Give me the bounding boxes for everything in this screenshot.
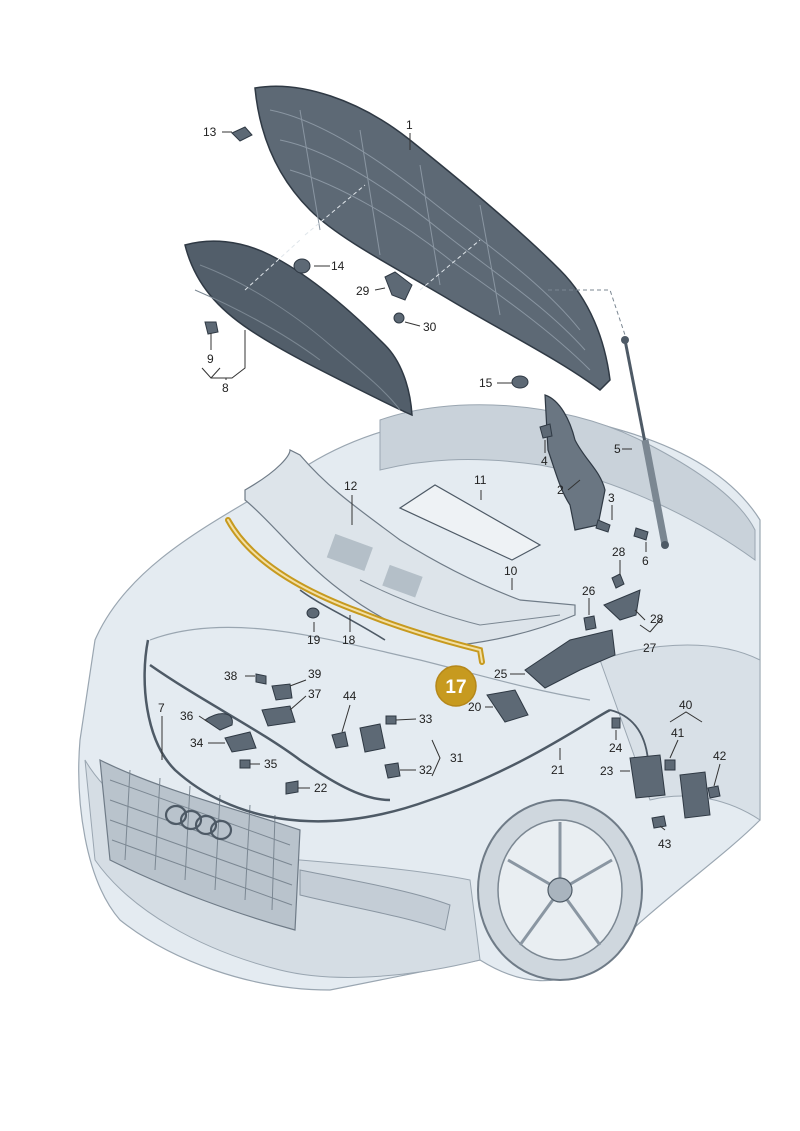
part-41-bolt xyxy=(664,759,676,771)
part-39-bracket xyxy=(271,683,293,701)
part-19-grommet xyxy=(306,607,320,619)
callout-13: 13 xyxy=(203,125,217,139)
callout-43: 43 xyxy=(658,837,672,851)
part-14-buffer xyxy=(293,258,311,274)
part-37-lock xyxy=(261,705,296,727)
hood-strut xyxy=(548,289,669,549)
hood-insulation xyxy=(184,239,413,417)
callout-6: 6 xyxy=(642,554,649,568)
callout-7: 7 xyxy=(158,701,165,715)
callout-8: 8 xyxy=(222,381,229,395)
cable-21b xyxy=(609,709,649,761)
part-33-screw xyxy=(385,715,397,725)
part-13-buffer xyxy=(231,126,253,142)
part-32-plug xyxy=(384,762,401,779)
part-40-latch xyxy=(679,771,711,819)
leader-lines xyxy=(161,131,721,831)
part-36-handle xyxy=(204,713,233,731)
highlight-badge: 17 xyxy=(435,665,477,707)
cover-panel xyxy=(398,484,542,561)
part-24-clip xyxy=(611,717,621,729)
callout-15: 15 xyxy=(479,376,493,390)
callout-10: 10 xyxy=(504,564,518,578)
callout-39: 39 xyxy=(308,667,322,681)
part-15-buffer xyxy=(511,375,529,389)
part-9-clip xyxy=(204,321,219,335)
callout-3: 3 xyxy=(608,491,615,505)
callout-9: 9 xyxy=(207,352,214,366)
grille xyxy=(99,758,301,931)
part-31-switch xyxy=(359,723,386,753)
part-22-clip xyxy=(285,780,299,795)
part-30-nut xyxy=(393,312,405,324)
callout-38: 38 xyxy=(224,669,238,683)
hood-opening-edge xyxy=(149,626,591,701)
callout-28-bottom: 28 xyxy=(650,612,664,626)
callout-37: 37 xyxy=(308,687,322,701)
cowl-panel xyxy=(244,449,576,646)
highlight-badge-circle xyxy=(435,665,477,707)
front-wheel xyxy=(477,799,643,981)
callout-31: 31 xyxy=(450,751,464,765)
callout-32: 32 xyxy=(419,763,433,777)
headlight xyxy=(299,869,451,931)
part-35-bolt xyxy=(239,759,251,769)
callout-4: 4 xyxy=(541,454,548,468)
callout-21: 21 xyxy=(551,763,565,777)
callout-29: 29 xyxy=(356,284,370,298)
part-25-bracket xyxy=(524,629,616,689)
callout-14: 14 xyxy=(331,259,345,273)
callout-12: 12 xyxy=(344,479,358,493)
part-43-bolt xyxy=(651,815,667,829)
callout-25: 25 xyxy=(494,667,508,681)
seal-highlight xyxy=(225,517,485,665)
callout-27: 27 xyxy=(643,641,657,655)
part-26-clip xyxy=(583,615,597,631)
part-38-bolt xyxy=(255,673,267,685)
callout-35: 35 xyxy=(264,757,278,771)
callout-19: 19 xyxy=(307,633,321,647)
callout-11: 11 xyxy=(474,473,487,487)
part-6-bolt xyxy=(633,527,649,541)
cable-21 xyxy=(149,663,391,802)
part-4-bracket xyxy=(539,423,553,439)
callout-42: 42 xyxy=(713,749,727,763)
hood-hinge xyxy=(544,394,606,531)
callout-24: 24 xyxy=(609,741,623,755)
part-3-bolt xyxy=(595,519,611,533)
callout-labels: 1 13 14 29 30 9 8 15 4 5 2 3 12 11 28 6 … xyxy=(158,118,727,851)
small-parts xyxy=(204,126,721,829)
callout-40: 40 xyxy=(679,698,693,712)
windshield xyxy=(379,404,756,561)
release-cables xyxy=(143,589,649,823)
part-23-module xyxy=(629,754,666,799)
highlight-badge-label: 17 xyxy=(445,677,466,698)
audi-rings-logo xyxy=(164,804,233,841)
callout-36: 36 xyxy=(180,709,194,723)
callout-1: 1 xyxy=(406,118,413,132)
part-28a-cover xyxy=(611,573,625,589)
part-29-bracket xyxy=(384,271,413,301)
callout-44: 44 xyxy=(343,689,357,703)
callout-20: 20 xyxy=(468,700,482,714)
part-34-lever xyxy=(224,731,257,753)
callout-26: 26 xyxy=(582,584,596,598)
part-42-bolt xyxy=(707,785,721,799)
callout-18: 18 xyxy=(342,633,356,647)
cable-18 xyxy=(299,589,386,641)
part-28b-panel xyxy=(603,589,641,621)
part-44-sensor xyxy=(331,731,349,749)
part-20-latch xyxy=(486,689,529,723)
cable-7 xyxy=(143,639,611,823)
callout-5: 5 xyxy=(614,442,621,456)
callout-33: 33 xyxy=(419,712,433,726)
callout-34: 34 xyxy=(190,736,204,750)
callout-28-top: 28 xyxy=(612,545,626,559)
callout-41: 41 xyxy=(671,726,685,740)
callout-22: 22 xyxy=(314,781,328,795)
callout-23: 23 xyxy=(600,764,614,778)
callout-2: 2 xyxy=(557,483,564,497)
callout-30: 30 xyxy=(423,320,437,334)
